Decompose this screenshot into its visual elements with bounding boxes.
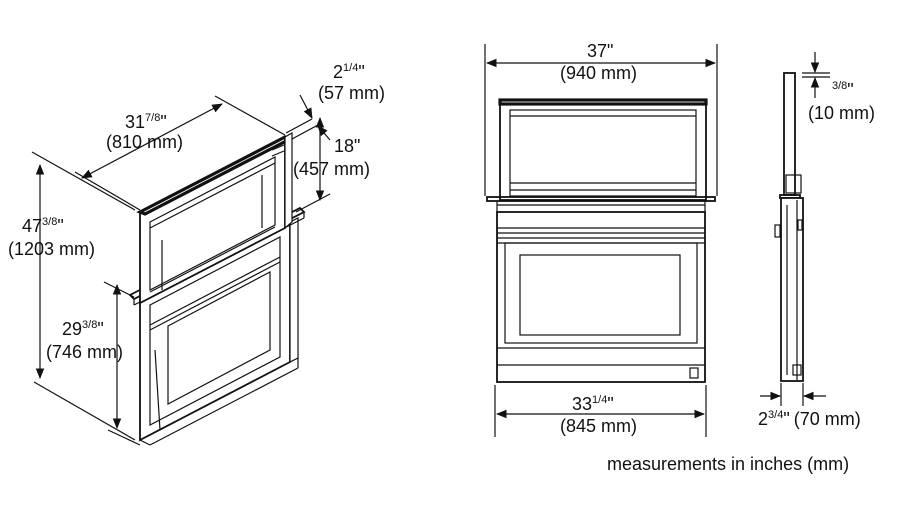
side-view: 3/8" (10 mm) 23/4"(70 mm) bbox=[758, 52, 875, 429]
iso-rise-inch: 18" bbox=[334, 136, 360, 156]
iso-total-height-mm: (1203 mm) bbox=[8, 239, 95, 259]
iso-panel-depth-inch: 21/4" bbox=[333, 62, 365, 82]
iso-rise-mm: (457 mm) bbox=[293, 159, 370, 179]
side-top-inch: 3/8" bbox=[832, 80, 854, 100]
front-bottom-width-dimension: 331/4" (845 mm) bbox=[494, 385, 707, 437]
front-cabinet bbox=[496, 211, 706, 383]
iso-panel-depth-dimension: 21/4" (57 mm) bbox=[285, 62, 385, 141]
front-bottom-width-mm: (845 mm) bbox=[560, 416, 637, 436]
iso-rise-dimension: 18" (457 mm) bbox=[293, 116, 370, 213]
side-profile bbox=[774, 72, 804, 382]
side-depth-label: 23/4"(70 mm) bbox=[758, 409, 861, 429]
iso-width-inch: 317/8" bbox=[125, 112, 167, 132]
side-top-mm: (10 mm) bbox=[808, 103, 875, 123]
iso-base-height-mm: (746 mm) bbox=[46, 342, 123, 362]
measurement-note: measurements in inches (mm) bbox=[607, 454, 849, 474]
iso-total-height-dimension: 473/8" (1203 mm) bbox=[8, 151, 136, 441]
iso-raised-panel bbox=[136, 131, 294, 305]
front-top-width-dimension: 37" (940 mm) bbox=[484, 41, 718, 196]
iso-width-mm: (810 mm) bbox=[106, 132, 183, 152]
iso-width-dimension: 317/8" (810 mm) bbox=[74, 95, 286, 211]
front-top-width-mm: (940 mm) bbox=[560, 63, 637, 83]
front-bottom-width-inch: 331/4" bbox=[572, 394, 614, 414]
side-top-dimension: 3/8" (10 mm) bbox=[802, 52, 875, 123]
iso-panel-depth-mm: (57 mm) bbox=[318, 83, 385, 103]
iso-base-height-dimension: 293/8" (746 mm) bbox=[46, 281, 141, 446]
side-depth-dimension: 23/4"(70 mm) bbox=[758, 383, 861, 429]
front-top-width-inch: 37" bbox=[587, 41, 613, 61]
iso-total-height-inch: 473/8" bbox=[22, 216, 64, 236]
isometric-view: 317/8" (810 mm) 21/4" (57 mm) 18" (457 m… bbox=[8, 62, 385, 446]
front-raised-panel bbox=[498, 98, 708, 201]
iso-base-height-inch: 293/8" bbox=[62, 319, 104, 339]
front-flange bbox=[486, 196, 716, 212]
front-view: 37" (940 mm) 331/4" (845 mm) bbox=[484, 41, 718, 437]
